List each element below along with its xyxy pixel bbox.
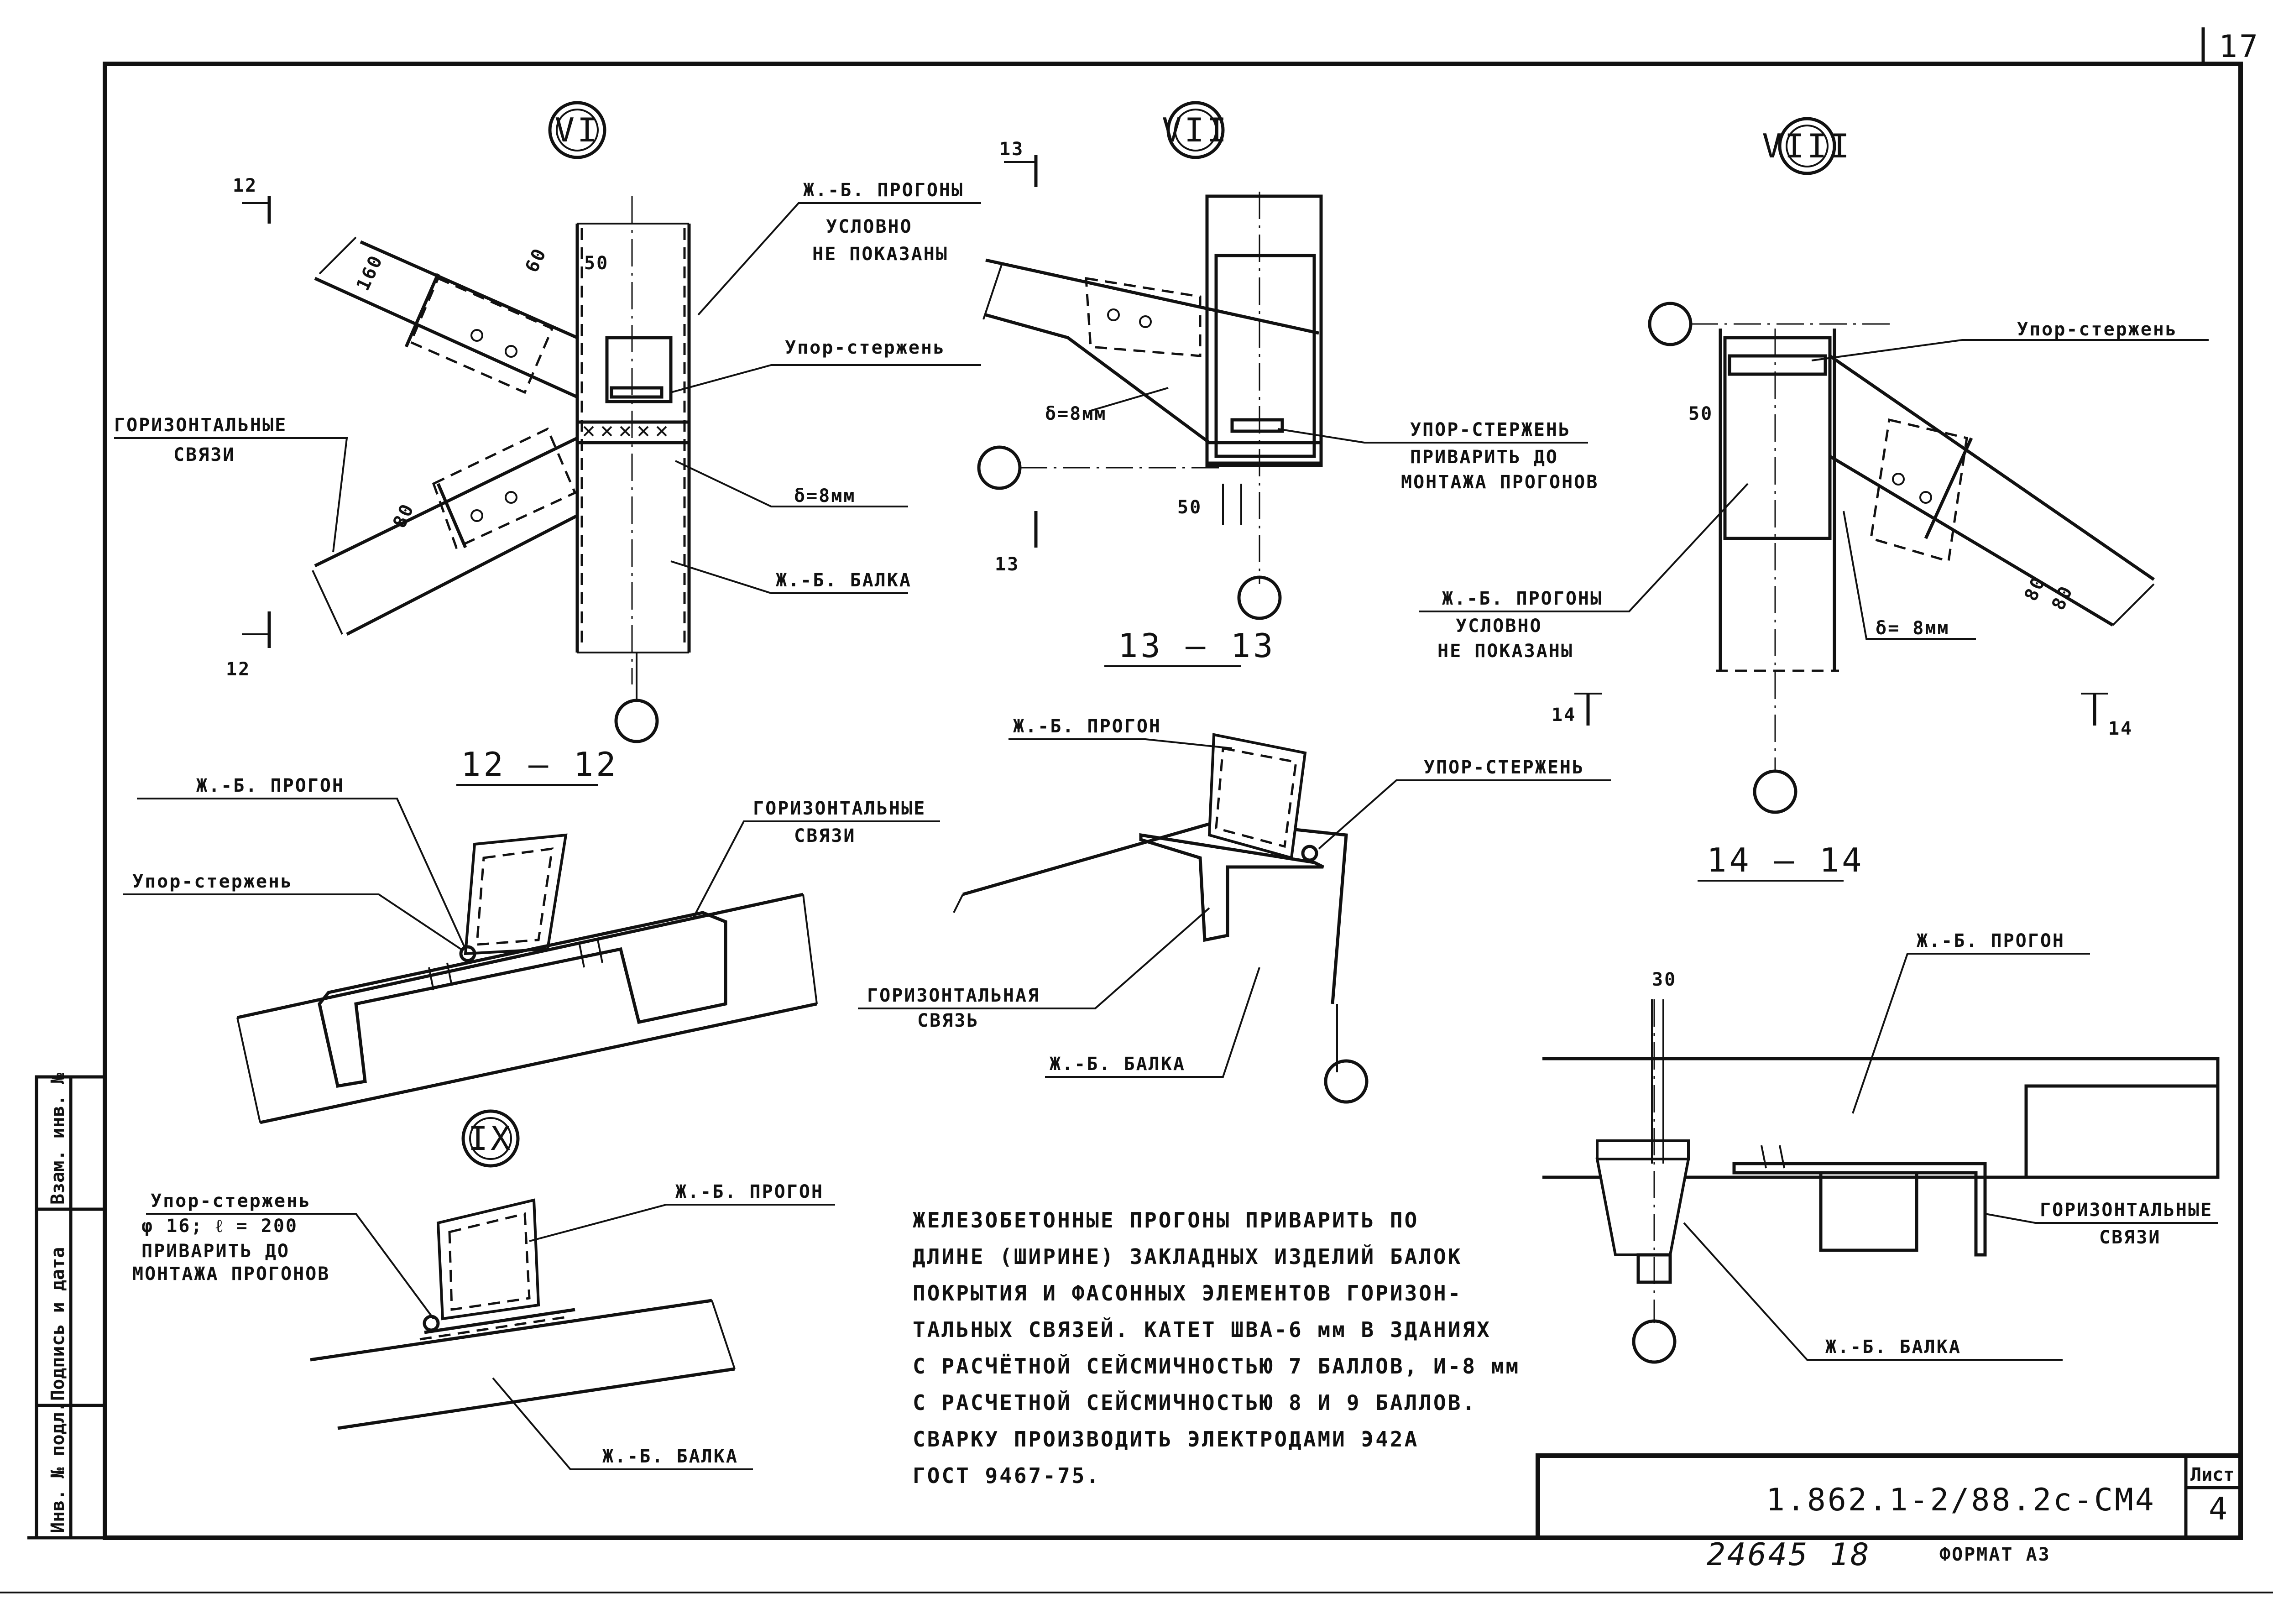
dim-50-viii: 50 (1688, 403, 1713, 424)
general-note: ЖЕЛЕЗОБЕТОННЫЕ ПРОГОНЫ ПРИВАРИТЬ ПО ДЛИН… (913, 1208, 1520, 1488)
sheet-number: 4 (2209, 1491, 2229, 1527)
dim-50-vii: 50 (1177, 497, 1202, 518)
section-13-title: 13 — 13 (1118, 627, 1275, 665)
label-zhb-progony-vi: Ж.-Б. ПРОГОНЫ (803, 180, 964, 201)
section-13-detail: Ж.-Б. ПРОГОН УПОР-СТЕРЖЕНЬ ГОРИЗОНТАЛЬНА… (858, 716, 1611, 1104)
label-upor-sterzhen-ix: Упор-стержень (151, 1191, 311, 1211)
note-line-5: С РАСЧЁТНОЙ СЕЙСМИЧНОСТЬЮ 7 БАЛЛОВ, И-8 … (913, 1354, 1520, 1379)
label-gorizontalnaya-13: ГОРИЗОНТАЛЬНАЯ (867, 985, 1040, 1006)
note-line-7: СВАРКУ ПРОИЗВОДИТЬ ЭЛЕКТРОДАМИ Э42А (913, 1427, 1419, 1452)
node-vi-label: VI (555, 111, 600, 149)
note-line-8: ГОСТ 9467-75. (913, 1463, 1101, 1488)
dim-60: 60 (521, 245, 551, 276)
label-zhb-progony-viii: Ж.-Б. ПРОГОНЫ (1442, 588, 1603, 609)
section-mark-12-top: 12 (233, 175, 257, 196)
label-uslovno-vi: УСЛОВНО (826, 216, 913, 237)
note-line-3: ПОКРЫТИЯ И ФАСОННЫХ ЭЛЕМЕНТОВ ГОРИЗОН- (913, 1281, 1462, 1305)
dim-80-viii-b: 80 (2048, 582, 2077, 614)
label-uslovno-viii: УСЛОВНО (1456, 616, 1542, 637)
label-montazha-vii: МОНТАЖА ПРОГОНОВ (1401, 472, 1599, 493)
label-zhb-balka-14: Ж.-Б. БАЛКА (1825, 1337, 1961, 1358)
dim-160: 160 (352, 251, 387, 294)
label-zhb-progon-14: Ж.-Б. ПРОГОН (1917, 930, 2065, 951)
drawing-code: 1.862.1-2/88.2с-СМ4 (1766, 1482, 2156, 1518)
label-gorizont-vi: ГОРИЗОНТАЛЬНЫЕ (114, 415, 287, 436)
sheet-label: Лист (2190, 1464, 2234, 1485)
dim-50: 50 (584, 253, 609, 274)
node-vii: VII 13 13 δ=8мм 50 УПОР-СТЕРЖЕНЬ ПРИВАРИ… (977, 101, 1599, 667)
label-zhb-progon-12: Ж.-Б. ПРОГОН (196, 775, 345, 796)
title-block: 1.862.1-2/88.2с-СМ4 Лист 4 24645 18 ФОРМ… (1536, 1453, 2243, 1573)
section-mark-12-bottom: 12 (226, 659, 251, 680)
node-vii-label: VII (1162, 111, 1229, 149)
section-mark-14-left: 14 (1552, 705, 1576, 726)
section-12-12: 12 — 12 Ж.-Б. ПРОГОН Упор-стержень ГОРИЗ… (123, 745, 940, 1124)
label-gorizont-14: ГОРИЗОНТАЛЬНЫЕ (2040, 1200, 2213, 1221)
label-phi-ix: φ 16; ℓ = 200 (141, 1216, 298, 1237)
note-line-2: ДЛИНЕ (ШИРИНЕ) ЗАКЛАДНЫХ ИЗДЕЛИЙ БАЛОК (913, 1244, 1462, 1269)
signature-date-label: Подпись и дата (47, 1247, 68, 1401)
label-privarit-ix: ПРИВАРИТЬ ДО (141, 1241, 290, 1262)
section-mark-14-right: 14 (2108, 718, 2133, 739)
node-viii-label: VIII (1762, 127, 1852, 165)
section-mark-13-top: 13 (999, 139, 1024, 160)
label-upor-sterzhen-12: Упор-стержень (132, 871, 293, 892)
side-stamp: Инв. № подл. Подпись и дата Взам. инв. № (35, 1073, 107, 1540)
label-zhb-progon-ix: Ж.-Б. ПРОГОН (675, 1181, 824, 1202)
node-viii: VIII 50 80 80 Упор-стержень Ж.-Б. ПРОГОН… (1419, 117, 2209, 882)
inv-podl-label: Инв. № подл. (47, 1401, 68, 1533)
section-12-title: 12 — 12 (461, 745, 618, 783)
note-line-4: ТАЛЬНЫХ СВЯЗЕЙ. КАТЕТ ШВА-6 мм В ЗДАНИЯХ (913, 1317, 1491, 1342)
label-upor-sterzhen-vi: Упор-стержень (785, 337, 946, 358)
section-14-detail: 30 Ж.-Б. ПРОГОН ГОРИЗОНТАЛЬНЫЕ СВЯЗИ Ж.-… (1542, 930, 2220, 1364)
label-svyazi-12: СВЯЗИ (794, 825, 856, 846)
label-upor-sterzhen-vii: УПОР-СТЕРЖЕНЬ (1410, 419, 1571, 440)
section-mark-13-bottom: 13 (995, 554, 1019, 575)
note-line-6: С РАСЧЕТНОЙ СЕЙСМИЧНОСТЬЮ 8 И 9 БАЛЛОВ. (913, 1390, 1477, 1415)
vzam-inv-label: Взам. инв. № (47, 1073, 68, 1205)
page-number: 17 (2219, 29, 2260, 65)
label-upor-sterzhen-13: УПОР-СТЕРЖЕНЬ (1424, 757, 1584, 778)
format-label: ФОРМАТ А3 (1939, 1544, 2051, 1565)
label-zhb-balka-vi: Ж.-Б. БАЛКА (776, 570, 912, 591)
dim-30: 30 (1652, 969, 1677, 990)
dim-80-viii-a: 80 (2020, 573, 2050, 605)
label-svyazi-vi: СВЯЗИ (173, 444, 235, 465)
node-vi: VI 12 12 160 60 50 80 (114, 101, 981, 743)
label-ne-pokazany-viii: НЕ ПОКАЗАНЫ (1437, 641, 1573, 662)
label-delta-8-viii: δ= 8мм (1876, 618, 1950, 639)
label-delta-8-vii: δ=8мм (1045, 403, 1107, 424)
label-privarit-vii: ПРИВАРИТЬ ДО (1410, 447, 1558, 468)
node-ix: IX Упор-стержень φ 16; ℓ = 200 ПРИВАРИТЬ… (132, 1109, 835, 1470)
note-line-1: ЖЕЛЕЗОБЕТОННЫЕ ПРОГОНЫ ПРИВАРИТЬ ПО (913, 1208, 1419, 1232)
label-zhb-progon-13: Ж.-Б. ПРОГОН (1013, 716, 1161, 737)
label-gorizont-12: ГОРИЗОНТАЛЬНЫЕ (753, 798, 926, 819)
label-ne-pokazany-vi: НЕ ПОКАЗАНЫ (812, 244, 948, 265)
label-zhb-balka-ix: Ж.-Б. БАЛКА (602, 1446, 738, 1467)
section-14-title: 14 — 14 (1707, 841, 1864, 879)
label-svyaz-13: СВЯЗЬ (917, 1010, 979, 1031)
inventory-sub: 18 (1830, 1537, 1871, 1573)
label-zhb-balka-13: Ж.-Б. БАЛКА (1050, 1054, 1186, 1075)
label-montazha-ix: МОНТАЖА ПРОГОНОВ (132, 1264, 330, 1285)
label-delta-8-vi: δ=8мм (794, 486, 856, 507)
node-ix-label: IX (468, 1119, 513, 1158)
label-upor-sterzhen-viii: Упор-стержень (2017, 319, 2178, 340)
label-svyazi-14: СВЯЗИ (2099, 1227, 2161, 1248)
inventory-number: 24645 (1707, 1537, 1809, 1573)
